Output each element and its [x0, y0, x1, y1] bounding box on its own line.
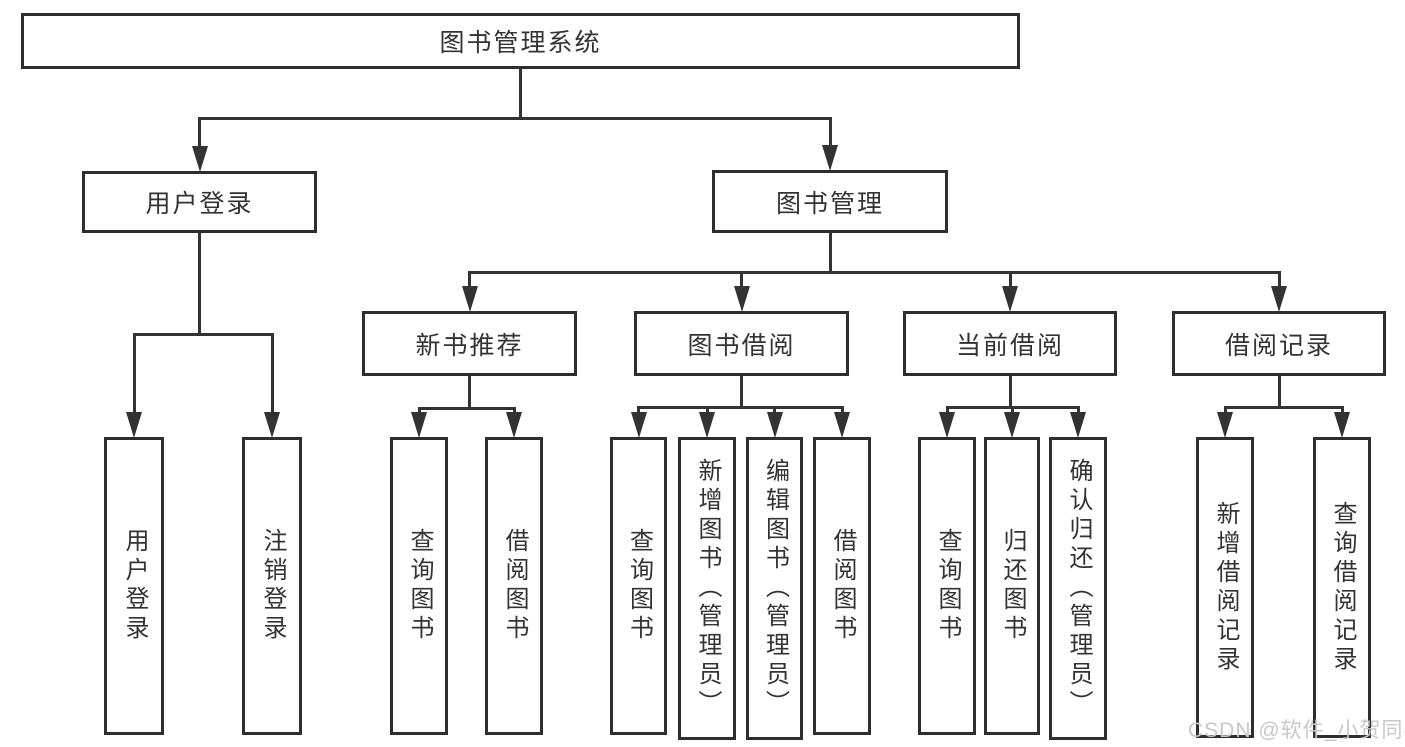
node-rec_query: 查询借阅记录 — [1313, 437, 1371, 738]
edge-trunk-login — [198, 233, 201, 336]
edge-stem-nb_query — [417, 408, 421, 413]
edge-stem-cur_confirm — [1076, 407, 1080, 413]
node-label-cur_confirm: 确认归还（管理员） — [1065, 458, 1092, 719]
arrow-down-icon-nb_query — [411, 412, 427, 438]
arrow-down-icon-login — [191, 146, 208, 172]
node-label-bw_add: 新增图书（管理员） — [694, 458, 721, 719]
arrow-down-icon-bw_add — [699, 412, 715, 438]
edge-stem-login_do — [132, 334, 136, 413]
node-label-bw_edit: 编辑图书（管理员） — [761, 458, 789, 719]
edge-stem-bw_borrow — [840, 407, 844, 413]
edge-stem-rec_add — [1223, 407, 1227, 413]
node-root: 图书管理系统 — [21, 13, 1020, 69]
node-cur_query: 查询图书 — [918, 437, 976, 735]
edge-trunk-record — [1277, 376, 1281, 409]
edge-stem-mgmt — [828, 118, 832, 146]
arrow-down-icon-login_out — [264, 412, 280, 438]
arrow-down-icon-bw_query — [630, 412, 647, 438]
node-mgmt: 图书管理 — [712, 170, 948, 233]
edge-split-login — [132, 332, 274, 336]
arrow-down-icon-rec_add — [1217, 412, 1233, 438]
node-nb_query: 查询图书 — [390, 437, 448, 735]
node-label-root: 图书管理系统 — [439, 29, 602, 57]
edge-stem-record — [1277, 272, 1281, 287]
edge-stem-borrow — [740, 272, 743, 287]
edge-stem-bw_query — [637, 407, 640, 413]
node-label-rec_add: 新增借阅记录 — [1212, 500, 1239, 675]
edge-stem-rec_query — [1340, 407, 1344, 413]
edge-stem-nb_borrow — [512, 408, 516, 413]
arrow-down-icon-cur_return — [1004, 412, 1020, 438]
node-label-nb_query: 查询图书 — [406, 528, 433, 644]
arrow-down-icon-current — [1002, 286, 1018, 312]
arrow-down-icon-rec_query — [1334, 412, 1350, 438]
edge-trunk-mgmt — [828, 233, 832, 274]
arrow-down-icon-cur_query — [939, 412, 955, 438]
node-label-cur_query: 查询图书 — [934, 528, 961, 644]
node-nb_borrow: 借阅图书 — [485, 437, 543, 735]
node-bw_add: 新增图书（管理员） — [678, 437, 736, 740]
node-current: 当前借阅 — [903, 311, 1117, 376]
edge-split-record — [1223, 405, 1344, 409]
node-label-login: 用户登录 — [145, 190, 254, 218]
node-login_out: 注销登录 — [242, 437, 302, 735]
node-rec_add: 新增借阅记录 — [1196, 437, 1254, 738]
arrow-down-icon-nb_borrow — [506, 412, 522, 438]
edge-stem-bw_edit — [773, 407, 776, 413]
csdn-watermark: CSDN @软件_小贺同学 — [1188, 719, 1405, 742]
edge-stem-cur_query — [945, 407, 949, 413]
node-bw_borrow: 借阅图书 — [813, 437, 871, 735]
node-bw_query: 查询图书 — [610, 437, 667, 735]
node-label-borrow: 图书借阅 — [687, 331, 796, 360]
node-label-login_do: 用户登录 — [121, 528, 148, 644]
edge-split-borrow — [637, 405, 844, 409]
edge-split-mgmt — [468, 270, 1281, 274]
arrow-down-icon-bw_borrow — [834, 412, 850, 438]
arrow-down-icon-bw_edit — [766, 412, 783, 438]
arrow-down-icon-mgmt — [822, 145, 838, 171]
node-login_do: 用户登录 — [104, 437, 164, 735]
edge-trunk-current — [1008, 376, 1012, 409]
arrow-down-icon-record — [1271, 286, 1287, 312]
edge-stem-login — [198, 118, 201, 147]
node-label-bw_borrow: 借阅图书 — [829, 528, 856, 644]
node-record: 借阅记录 — [1172, 311, 1386, 376]
node-label-cur_return: 归还图书 — [999, 528, 1026, 644]
node-cur_return: 归还图书 — [984, 437, 1040, 735]
arrow-down-icon-newbook — [461, 286, 478, 312]
edge-split-root — [198, 116, 832, 120]
node-label-rec_query: 查询借阅记录 — [1329, 500, 1356, 675]
arrow-down-icon-login_do — [126, 412, 142, 438]
node-cur_confirm: 确认归还（管理员） — [1049, 437, 1107, 740]
arrow-down-icon-cur_confirm — [1070, 412, 1086, 438]
edge-trunk-root — [519, 69, 522, 120]
edge-stem-newbook — [468, 272, 471, 287]
node-label-record: 借阅记录 — [1224, 331, 1333, 360]
edge-trunk-newbook — [468, 376, 471, 410]
edge-stem-login_out — [270, 334, 274, 413]
node-bw_edit: 编辑图书（管理员） — [746, 437, 803, 740]
node-label-login_out: 注销登录 — [259, 528, 286, 644]
node-label-nb_borrow: 借阅图书 — [501, 528, 528, 644]
node-login: 用户登录 — [82, 171, 317, 233]
edge-stem-bw_add — [705, 407, 709, 413]
edge-split-newbook — [417, 406, 516, 410]
node-label-current: 当前借阅 — [955, 331, 1064, 360]
node-newbook: 新书推荐 — [362, 311, 577, 376]
edge-trunk-borrow — [740, 376, 743, 409]
arrow-down-icon-borrow — [733, 286, 750, 312]
node-label-mgmt: 图书管理 — [775, 189, 884, 218]
node-borrow: 图书借阅 — [634, 311, 849, 376]
node-label-bw_query: 查询图书 — [625, 528, 653, 644]
edge-stem-cur_return — [1010, 407, 1014, 413]
edge-stem-current — [1008, 272, 1012, 287]
node-label-newbook: 新书推荐 — [415, 331, 524, 360]
